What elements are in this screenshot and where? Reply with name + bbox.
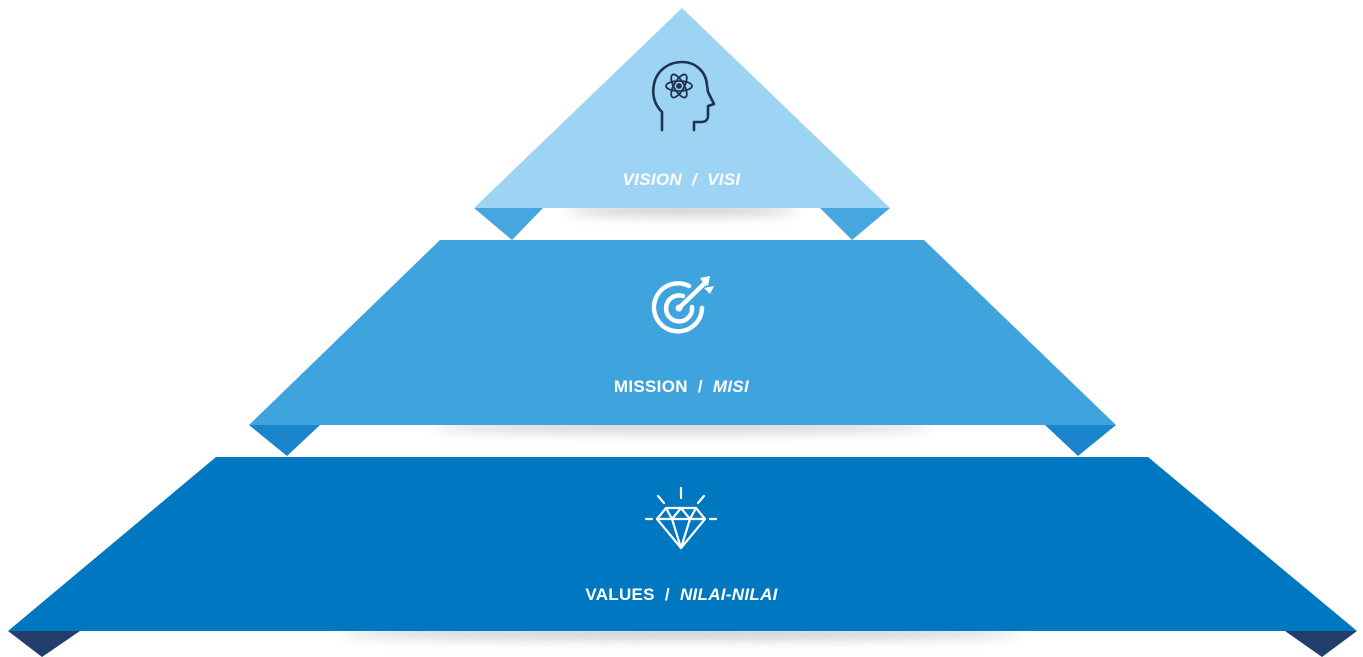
values-fold-right [1285, 631, 1357, 657]
mission-fold-right [1045, 425, 1116, 456]
values-label-en: VALUES [585, 585, 655, 604]
vision-label-en: VISION [622, 170, 682, 189]
mission-label: MISSION / MISI [0, 377, 1363, 397]
vision-fold-right [820, 208, 890, 240]
vision-label-separator: / [692, 170, 698, 189]
vision-tier [474, 8, 890, 208]
mission-label-separator: / [697, 377, 703, 396]
values-fold-left [8, 631, 80, 657]
head-atom-icon [648, 58, 718, 136]
mission-label-id: MISI [712, 377, 750, 396]
target-arrow-icon [646, 272, 716, 338]
mission-label-en: MISSION [613, 377, 688, 396]
vision-fold-left [474, 208, 543, 240]
vision-label: VISION / VISI [0, 170, 1363, 190]
values-label: VALUES / NILAI-NILAI [0, 585, 1363, 605]
values-label-id: NILAI-NILAI [679, 585, 778, 604]
vision-label-id: VISI [707, 170, 741, 189]
diamond-sparkle-icon [640, 486, 722, 552]
mission-fold-left [249, 425, 320, 456]
values-label-separator: / [664, 585, 670, 604]
